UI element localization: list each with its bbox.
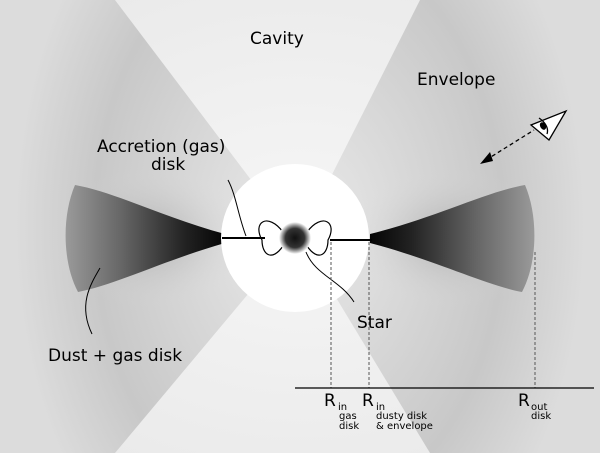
rout-desc-line1: disk <box>531 411 551 422</box>
rin-gas-subscript: in <box>338 402 347 413</box>
envelope-label: Envelope <box>417 70 495 90</box>
rout-subscript: out <box>531 402 547 413</box>
dust-gas-disk-right <box>370 185 535 292</box>
arrow-head-icon <box>480 152 493 164</box>
rin-gas-desc-line2: disk <box>339 421 359 432</box>
rin-gas-desc-line1: gas <box>339 411 357 422</box>
star <box>279 222 311 254</box>
star-label: Star <box>357 313 392 333</box>
star-leader <box>305 251 355 303</box>
rin-dusty-symbol: R <box>362 391 374 411</box>
accretion-leader <box>227 179 247 237</box>
eye-icon <box>529 109 568 141</box>
dust-gas-disk-label: Dust + gas disk <box>48 346 182 366</box>
viewing-direction-arrow <box>485 129 535 161</box>
magnetic-loop-left <box>258 220 284 256</box>
rin-dusty-desc-line2: & envelope <box>376 421 433 432</box>
cavity-label: Cavity <box>250 29 304 49</box>
dust-disk-leader <box>85 267 101 335</box>
accretion-label-line2: disk <box>151 155 185 175</box>
accretion-label-line1: Accretion (gas) <box>97 137 225 157</box>
rin-dusty-desc-line1: dusty disk <box>376 411 427 422</box>
rin-dusty-subscript: in <box>376 402 385 413</box>
rin-gas-symbol: R <box>324 391 336 411</box>
magnetic-loop-right <box>306 220 332 256</box>
dust-gas-disk-left <box>65 185 225 292</box>
rout-symbol: R <box>518 391 530 411</box>
